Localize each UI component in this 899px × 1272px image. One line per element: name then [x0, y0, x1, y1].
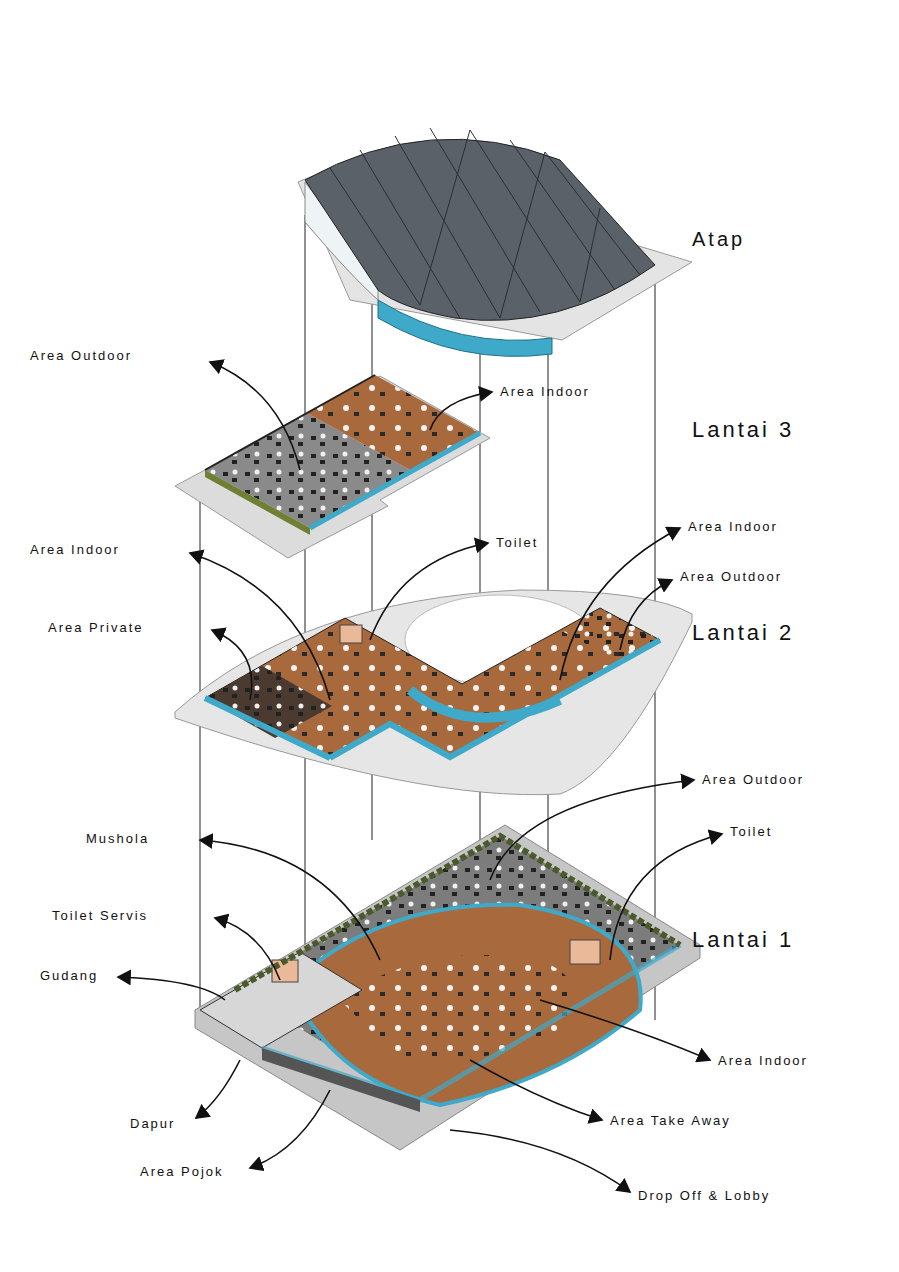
callout-label: Toilet [730, 825, 772, 839]
callout-label: Area Indoor [30, 543, 120, 557]
callout-label: Toilet [496, 536, 538, 550]
callout-label: Mushola [86, 832, 149, 846]
callout-label: Area Pojok [140, 1165, 224, 1179]
callout-label: Area Outdoor [30, 349, 132, 363]
callout-label: Dapur [130, 1117, 175, 1131]
floor-3 [175, 375, 490, 558]
callout-label: Area Private [48, 621, 144, 635]
floor-1 [195, 825, 700, 1150]
floor-title: Lantai 3 [692, 418, 794, 442]
callout-label: Area Outdoor [680, 570, 782, 584]
callout-label: Area Take Away [610, 1114, 731, 1128]
callout-label: Area Indoor [500, 385, 590, 399]
floor-title: Lantai 1 [692, 928, 794, 952]
callout-label: Area Outdoor [702, 773, 804, 787]
floor-title: Lantai 2 [692, 621, 794, 645]
callout-label: Drop Off & Lobby [638, 1189, 770, 1203]
floor-2 [175, 590, 692, 795]
floor-title: Atap [692, 228, 745, 250]
callout-label: Toilet Servis [52, 909, 148, 923]
callout-label: Area Indoor [718, 1054, 808, 1068]
callout-label: Area Indoor [688, 520, 778, 534]
leader-lines [118, 362, 722, 1192]
callout-label: Gudang [40, 969, 98, 983]
roof [298, 128, 692, 356]
